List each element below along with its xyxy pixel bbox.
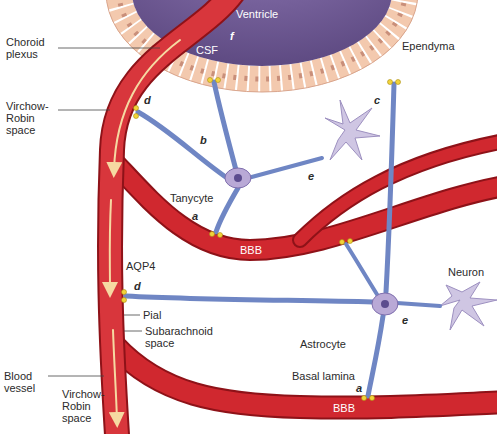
part-label: Virchow-Robin space [6,100,56,136]
tanycyte [138,82,322,232]
callout-letter: d [144,94,151,106]
callout-letter: a [356,382,362,394]
leader-lines [48,48,160,376]
neurons [325,100,497,330]
part-label: CSF [196,44,218,56]
part-label: Blood vessel [4,370,46,394]
part-label: BBB [240,244,262,256]
part-label: Choroid plexus [6,36,56,60]
part-label: BBB [333,402,355,414]
part-label: AQP4 [126,260,155,272]
part-label: Neuron [448,266,484,278]
callout-letter: c [374,94,380,106]
part-label: Ependyma [402,40,455,52]
astrocyte [126,84,440,396]
callout-letter: b [200,134,207,146]
part-label: Astrocyte [300,338,346,350]
callout-letter: e [308,170,314,182]
part-label: Pial [143,309,161,321]
part-label: Subarachnoid space [145,325,217,349]
callout-letter: a [192,210,198,222]
callout-letter: d [134,280,141,292]
part-label: Virchow-Robin space [62,388,110,424]
part-label: Ventricle [236,8,278,20]
aqp4-dots [122,78,401,401]
callout-letter: e [402,314,408,326]
callout-letter: f [230,30,234,42]
blood-vessels [110,0,497,434]
part-label: Tanycyte [170,192,213,204]
part-label: Basal lamina [292,370,355,382]
